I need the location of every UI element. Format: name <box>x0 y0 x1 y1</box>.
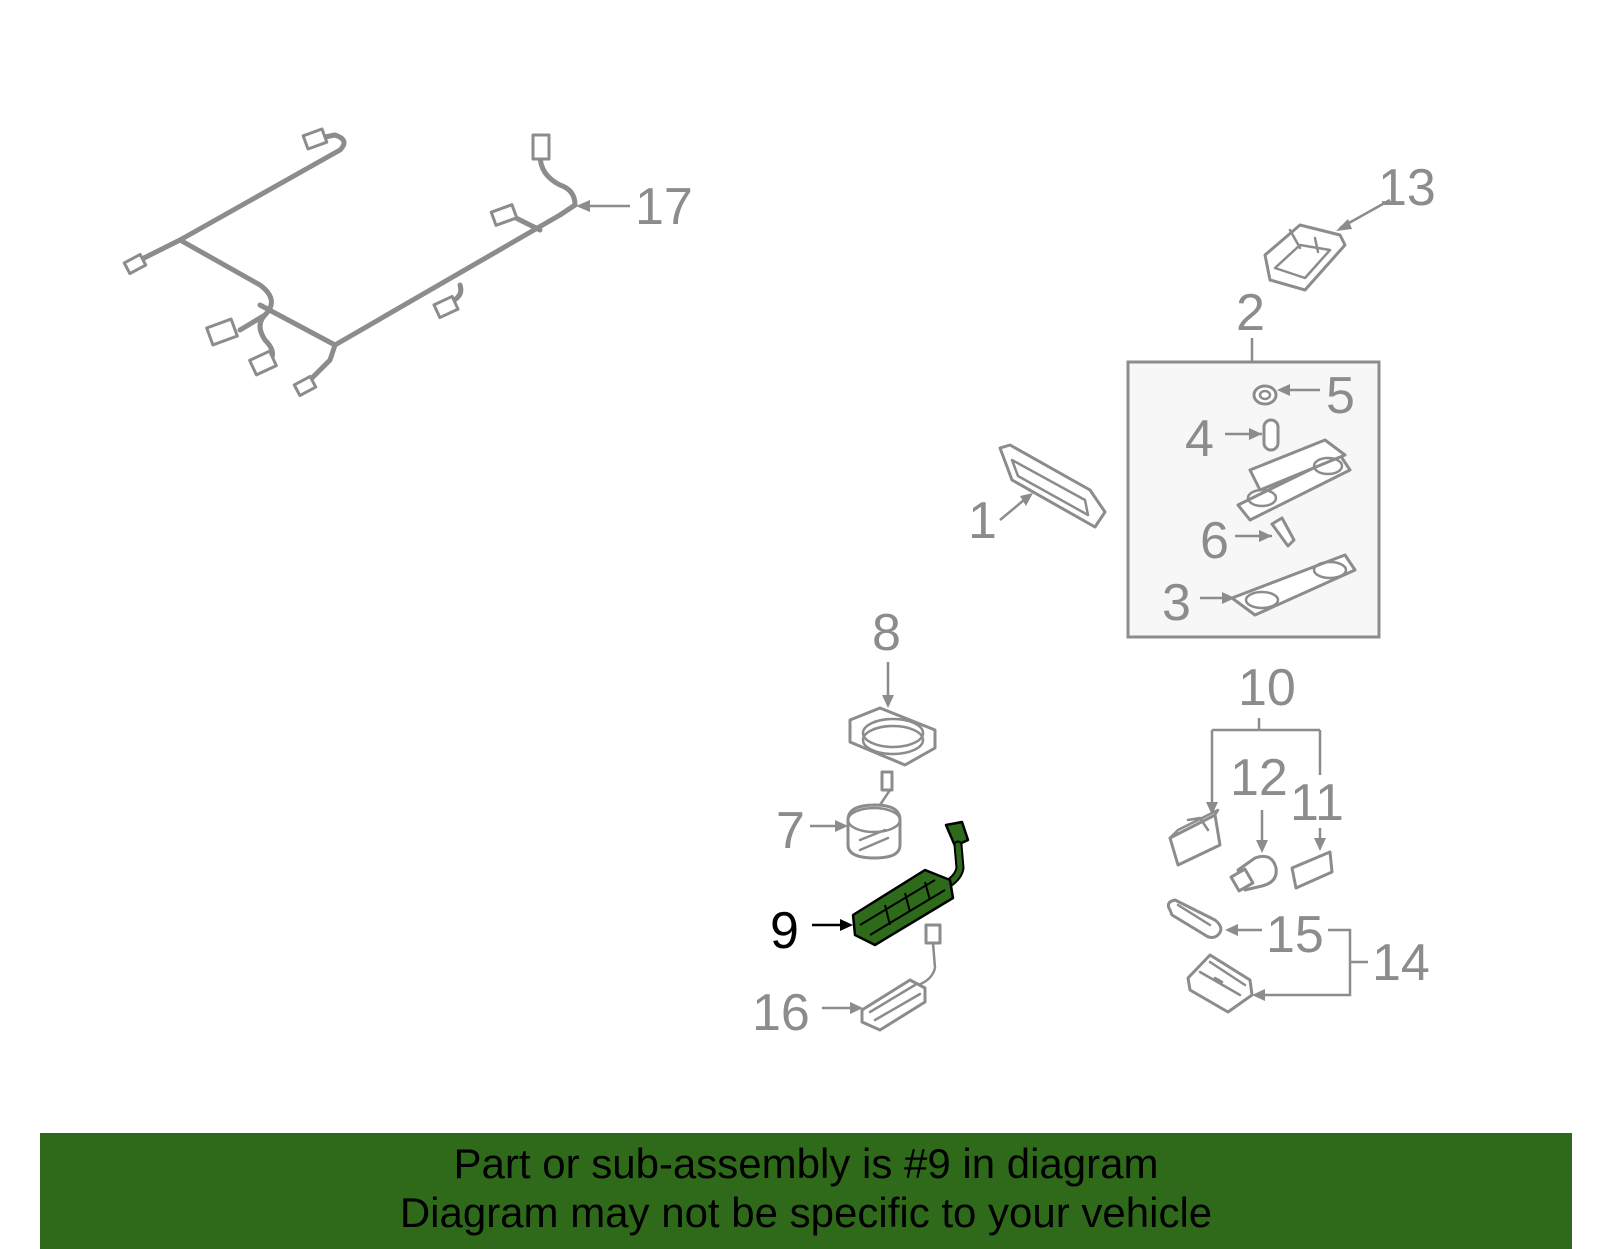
banner-line-1: Part or sub-assembly is #9 in diagram <box>453 1140 1159 1187</box>
callout-14: 14 <box>1372 934 1430 992</box>
part-4-bulb: 4 <box>1185 410 1280 468</box>
callout-16: 16 <box>752 984 810 1042</box>
part-15-bulb: 15 <box>1166 898 1324 964</box>
callout-3: 3 <box>1162 574 1191 632</box>
callout-9[interactable]: 9 <box>770 902 799 960</box>
callout-13: 13 <box>1378 159 1436 217</box>
callout-4: 4 <box>1185 410 1214 468</box>
callout-17: 17 <box>635 178 693 236</box>
part-2-lamp-assembly: 2 5 4 6 <box>1126 284 1381 639</box>
part-10-bulb-set: 10 12 11 <box>1168 659 1344 893</box>
part-14-lamp-assembly: 15 14 <box>1166 898 1430 1014</box>
part-17-wiring-harness: 17 <box>122 127 693 398</box>
part-7-socket: 7 <box>776 770 902 860</box>
callout-7: 7 <box>776 802 805 860</box>
callout-12: 12 <box>1230 749 1288 807</box>
callout-5: 5 <box>1326 367 1355 425</box>
part-11-lens: 11 <box>1290 774 1344 890</box>
callout-11: 11 <box>1290 774 1344 832</box>
callout-15: 15 <box>1266 906 1324 964</box>
part-1-lens-cover: 1 <box>968 443 1107 550</box>
banner-line-2: Diagram may not be specific to your vehi… <box>399 1189 1213 1236</box>
part-12-bulb: 12 <box>1229 749 1288 893</box>
callout-2: 2 <box>1236 284 1265 342</box>
callout-10: 10 <box>1238 659 1296 717</box>
callout-8: 8 <box>872 604 901 662</box>
part-13-lamp-housing: 13 <box>1263 159 1436 292</box>
part-3-lens: 3 <box>1162 553 1357 632</box>
part-9-highlighted-lamp[interactable]: 9 <box>770 820 970 960</box>
part-8-retaining-ring: 8 <box>848 604 937 767</box>
part-5-nut: 5 <box>1252 367 1355 425</box>
part-16-lamp: 16 <box>752 923 942 1042</box>
callout-1: 1 <box>968 492 997 550</box>
notice-banner: Part or sub-assembly is #9 in diagram Di… <box>40 1133 1572 1249</box>
part-6-clip: 6 <box>1200 512 1296 570</box>
callout-6: 6 <box>1200 512 1229 570</box>
